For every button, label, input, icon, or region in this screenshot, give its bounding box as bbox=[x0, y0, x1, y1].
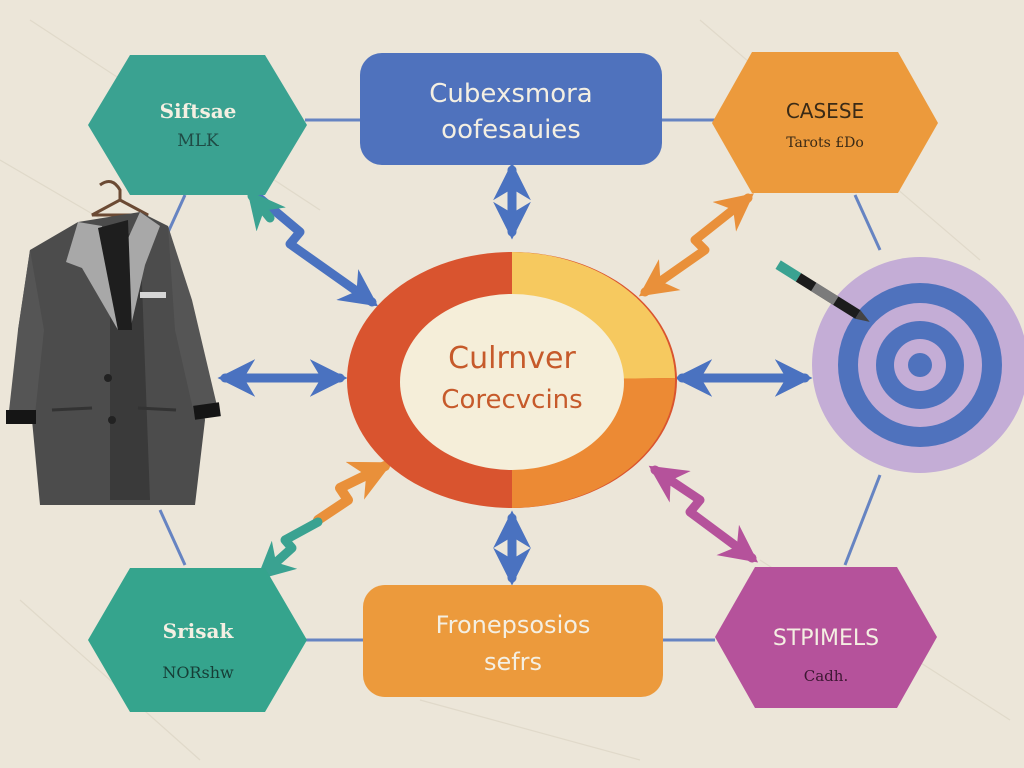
node-top-left[interactable]: Siftsae MLK bbox=[88, 55, 307, 195]
connector-lines bbox=[158, 118, 882, 642]
arrow-bottomleft-teal bbox=[256, 517, 323, 581]
pen-icon bbox=[775, 260, 870, 322]
node-subtitle: oofesauies bbox=[441, 115, 581, 145]
node-subtitle: sefrs bbox=[484, 648, 542, 676]
jacket-pocket-flap bbox=[137, 406, 177, 412]
center-subtitle: Corecvcins bbox=[441, 385, 582, 415]
jacket-cuff-left bbox=[6, 410, 36, 424]
hexagon-shape bbox=[88, 568, 307, 712]
node-bottom-left[interactable]: Srisak NORshw bbox=[88, 568, 307, 712]
node-top-right[interactable]: CASESE Tarots £Do bbox=[712, 52, 938, 193]
node-subtitle: NORshw bbox=[162, 663, 234, 682]
center-core bbox=[400, 294, 624, 470]
jacket-button bbox=[108, 416, 116, 424]
blazer-jacket-illustration bbox=[6, 179, 221, 505]
node-title: STPIMELS bbox=[773, 626, 879, 651]
jacket-button bbox=[104, 374, 112, 382]
rounded-box-shape bbox=[360, 53, 662, 165]
arrow-topleft-to-center bbox=[245, 185, 379, 307]
center-title: Culrnver bbox=[448, 341, 576, 376]
arrow-topright-center bbox=[638, 193, 754, 297]
node-title: Fronepsosios bbox=[436, 611, 591, 639]
node-title: Siftsae bbox=[160, 99, 237, 123]
arrow-bottomleft-center bbox=[313, 461, 393, 525]
hanger-icon bbox=[91, 179, 149, 217]
node-bottom-center[interactable]: Fronepsosios sefrs bbox=[363, 585, 663, 697]
arrow-bottomright-center bbox=[648, 465, 759, 563]
jacket-inner bbox=[98, 220, 132, 330]
arrows bbox=[217, 162, 813, 586]
hexagon-shape bbox=[712, 52, 938, 193]
center-node[interactable]: Culrnver Corecvcins bbox=[347, 252, 677, 508]
node-subtitle: Tarots £Do bbox=[786, 135, 864, 151]
jacket-sleeve-left bbox=[8, 250, 44, 424]
hexagon-shape bbox=[88, 55, 307, 195]
jacket-pocket-square bbox=[140, 292, 166, 298]
arrow-topleft-teal-head bbox=[247, 190, 286, 232]
rounded-box-shape bbox=[363, 585, 663, 697]
jacket-pocket-flap bbox=[51, 406, 93, 412]
node-subtitle: Cadh. bbox=[804, 667, 848, 685]
node-bottom-right[interactable]: STPIMELS Cadh. bbox=[715, 567, 937, 708]
node-subtitle: MLK bbox=[177, 131, 219, 151]
jacket-cuff-right bbox=[193, 402, 221, 420]
target-bullseye bbox=[908, 353, 932, 377]
node-title: CASESE bbox=[786, 99, 864, 123]
node-title: Cubexsmora bbox=[429, 79, 592, 109]
jacket-lapel-right bbox=[125, 212, 160, 330]
target-with-pen-illustration bbox=[775, 257, 1024, 473]
hexagon-shape bbox=[715, 567, 937, 708]
jacket-sleeve-right bbox=[168, 226, 218, 418]
node-title: Srisak bbox=[163, 619, 235, 643]
node-top-center[interactable]: Cubexsmora oofesauies bbox=[360, 53, 662, 165]
